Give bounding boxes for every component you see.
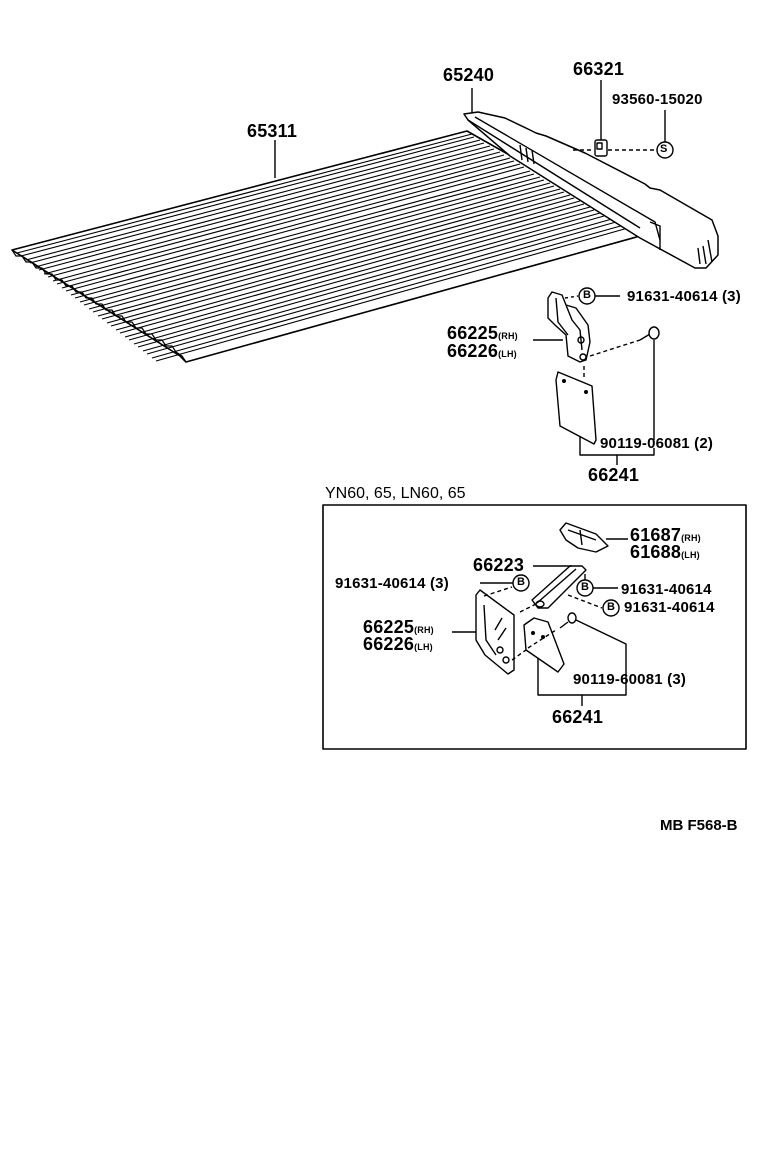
variant-bolt-symbol-right-1: B [581, 581, 589, 593]
label-plate: 66241 [588, 465, 640, 485]
variant-hinge-drawing [452, 586, 541, 675]
label-stay: 66223 [473, 555, 525, 575]
hinge-lh-number: 66226 [447, 341, 499, 361]
label-variant-hinge-lh: 66226(LH) [363, 635, 433, 653]
label-bracket-rh: 61687(RH) [630, 526, 701, 544]
label-bolt: 91631-40614 (3) [627, 288, 741, 305]
label-variant-bolt-right-1: 91631-40614 [621, 581, 712, 598]
variant-hinge-lh-side: (LH) [414, 642, 433, 652]
figure-code: MB F568-B [660, 817, 738, 834]
label-hinge-rh: 66225(RH) [447, 324, 518, 342]
label-hinge-lh: 66226(LH) [447, 342, 517, 360]
screw-symbol: S [660, 143, 668, 155]
label-floor-panel: 65311 [247, 121, 298, 141]
label-variant-bolt-left: 91631-40614 (3) [335, 575, 449, 592]
rear-sill-drawing [463, 88, 719, 269]
bracket-lh-number: 61688 [630, 542, 682, 562]
label-plate-bolt: 90119-06081 (2) [600, 435, 714, 452]
plate-drawing [555, 371, 655, 465]
hinge-drawing [533, 287, 641, 380]
label-variant-plate-bolt: 90119-60081 (3) [573, 671, 687, 688]
variant-hinge-rh-side: (RH) [414, 625, 434, 635]
variant-title: YN60, 65, LN60, 65 [325, 485, 466, 502]
label-rear-sill: 65240 [443, 65, 495, 85]
bracket-rh-number: 61687 [630, 525, 682, 545]
label-screw: 93560-15020 [612, 91, 703, 108]
variant-box [322, 504, 747, 750]
label-variant-hinge-rh: 66225(RH) [363, 618, 434, 636]
clip-screw-drawing [573, 80, 674, 159]
floor-panel-drawing [11, 130, 641, 363]
variant-hinge-lh-number: 66226 [363, 634, 415, 654]
label-bracket-lh: 61688(LH) [630, 543, 700, 561]
label-clip: 66321 [573, 59, 625, 79]
hinge-rh-number: 66225 [447, 323, 499, 343]
hinge-lh-side: (LH) [498, 349, 517, 359]
variant-stay-drawing [531, 565, 587, 609]
variant-hinge-rh-number: 66225 [363, 617, 415, 637]
bolt-symbol: B [583, 289, 591, 301]
variant-bolt-symbol-right-2: B [607, 601, 615, 613]
label-variant-plate: 66241 [552, 707, 604, 727]
plate-bolt-drawing [639, 326, 660, 440]
bracket-rh-side: (RH) [681, 533, 701, 543]
hinge-rh-side: (RH) [498, 331, 518, 341]
label-variant-bolt-right-2: 91631-40614 [624, 599, 715, 616]
variant-bracket-drawing [559, 522, 628, 553]
variant-plate-drawing [523, 612, 627, 706]
variant-bolt-symbol-left: B [517, 576, 525, 588]
bracket-lh-side: (LH) [681, 550, 700, 560]
